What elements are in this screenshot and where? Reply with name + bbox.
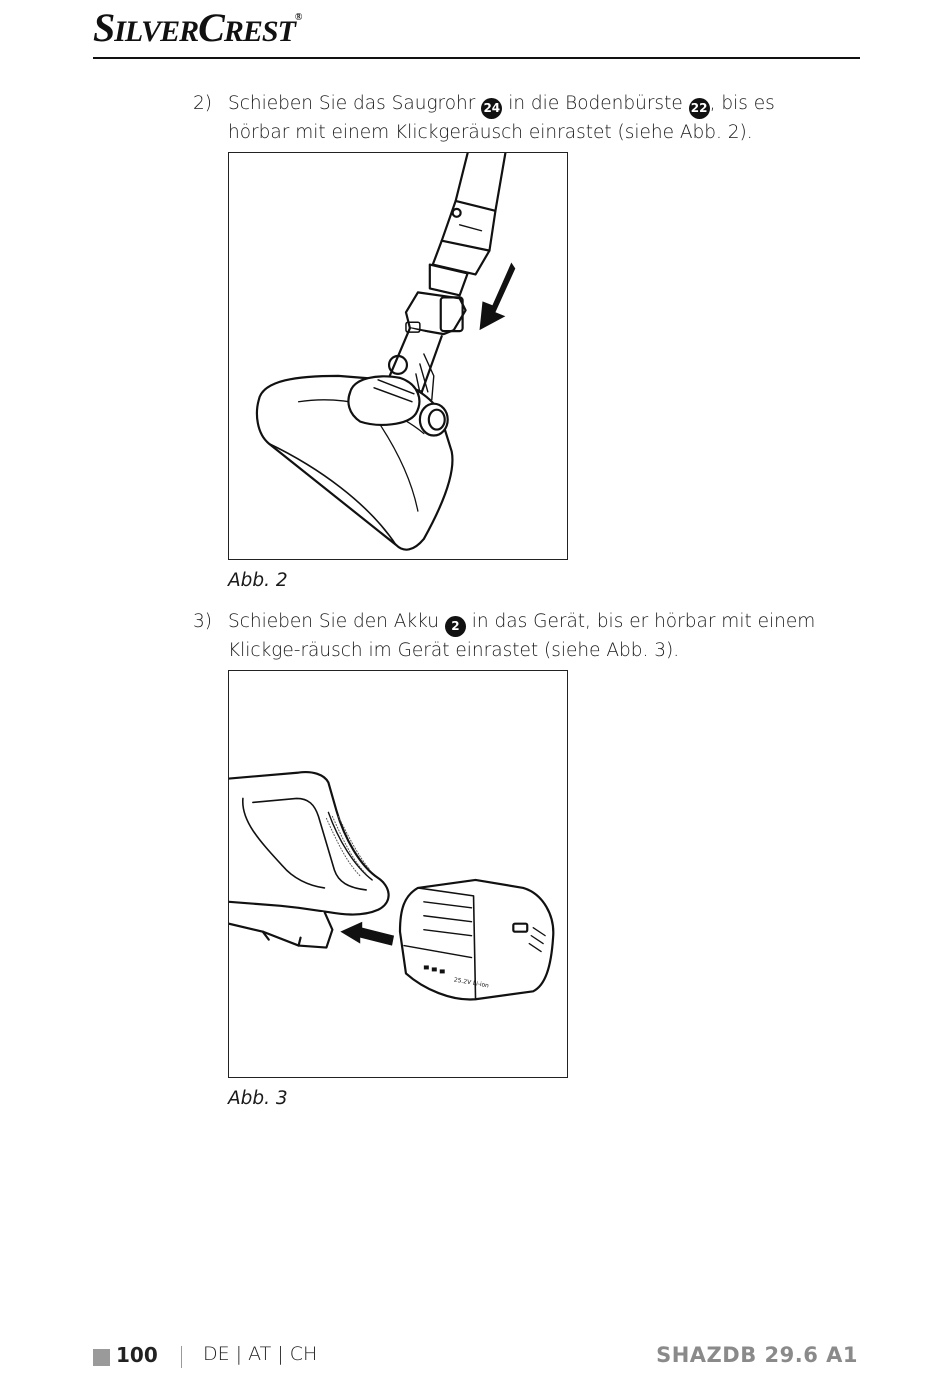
step-text: Schieben Sie das Saugrohr 24 in die Bode… xyxy=(228,93,775,143)
footer-model: SHAZDB 29.6 A1 xyxy=(656,1343,858,1367)
figure-caption: Abb. 3 xyxy=(228,1088,288,1109)
figure-battery-into-handle: 25.2V Li-ion xyxy=(228,670,568,1078)
step-number: 2) xyxy=(193,93,212,114)
ref-badge: 2 xyxy=(444,616,466,637)
header-rule xyxy=(93,57,860,59)
ref-badge: 24 xyxy=(481,98,503,119)
page-number: 100 xyxy=(116,1343,158,1367)
footer-divider xyxy=(181,1346,182,1368)
ref-badge: 22 xyxy=(688,98,710,119)
step-2: 2) Schieben Sie das Saugrohr 24 in die B… xyxy=(193,90,833,146)
floor-brush-illustration xyxy=(255,153,516,551)
figure-suction-tube-into-floor-brush xyxy=(228,152,568,560)
footer-marker xyxy=(93,1349,110,1366)
step-3: 3) Schieben Sie den Akku 2 in das Gerät,… xyxy=(193,608,833,664)
figure-caption: Abb. 2 xyxy=(228,570,288,591)
footer-languages: DE | AT | CH xyxy=(203,1343,318,1365)
step-text: Schieben Sie den Akku 2 in das Gerät, bi… xyxy=(228,611,816,661)
battery-handle-illustration: 25.2V Li-ion xyxy=(229,771,555,1001)
brand-logo: SILVERCREST® xyxy=(93,5,302,50)
step-number: 3) xyxy=(193,611,212,632)
